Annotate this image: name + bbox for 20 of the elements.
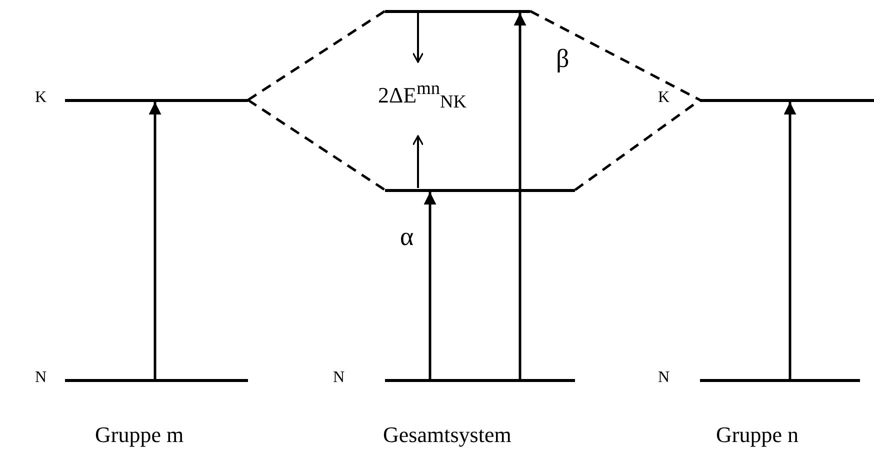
arrow [784, 102, 796, 379]
level-label: K [658, 89, 670, 107]
level-label: K [35, 89, 47, 107]
group-caption: Gruppe n [716, 422, 798, 448]
dashed-line [574, 98, 701, 192]
dashed-line [529, 10, 701, 102]
group-caption: Gruppe m [95, 422, 184, 448]
level-label: N [658, 369, 670, 387]
dashed-line [247, 98, 386, 192]
level-label: N [35, 369, 47, 387]
edge-label: α [400, 222, 414, 252]
arrow [424, 192, 436, 379]
energy-level-line [385, 10, 530, 13]
energy-level-line [385, 189, 575, 192]
arrow [514, 13, 526, 379]
level-label: N [333, 369, 345, 387]
group-caption: Gesamtsystem [383, 422, 512, 448]
dashed-line [247, 10, 386, 102]
edge-label: β [556, 44, 570, 74]
arrow [148, 102, 162, 379]
